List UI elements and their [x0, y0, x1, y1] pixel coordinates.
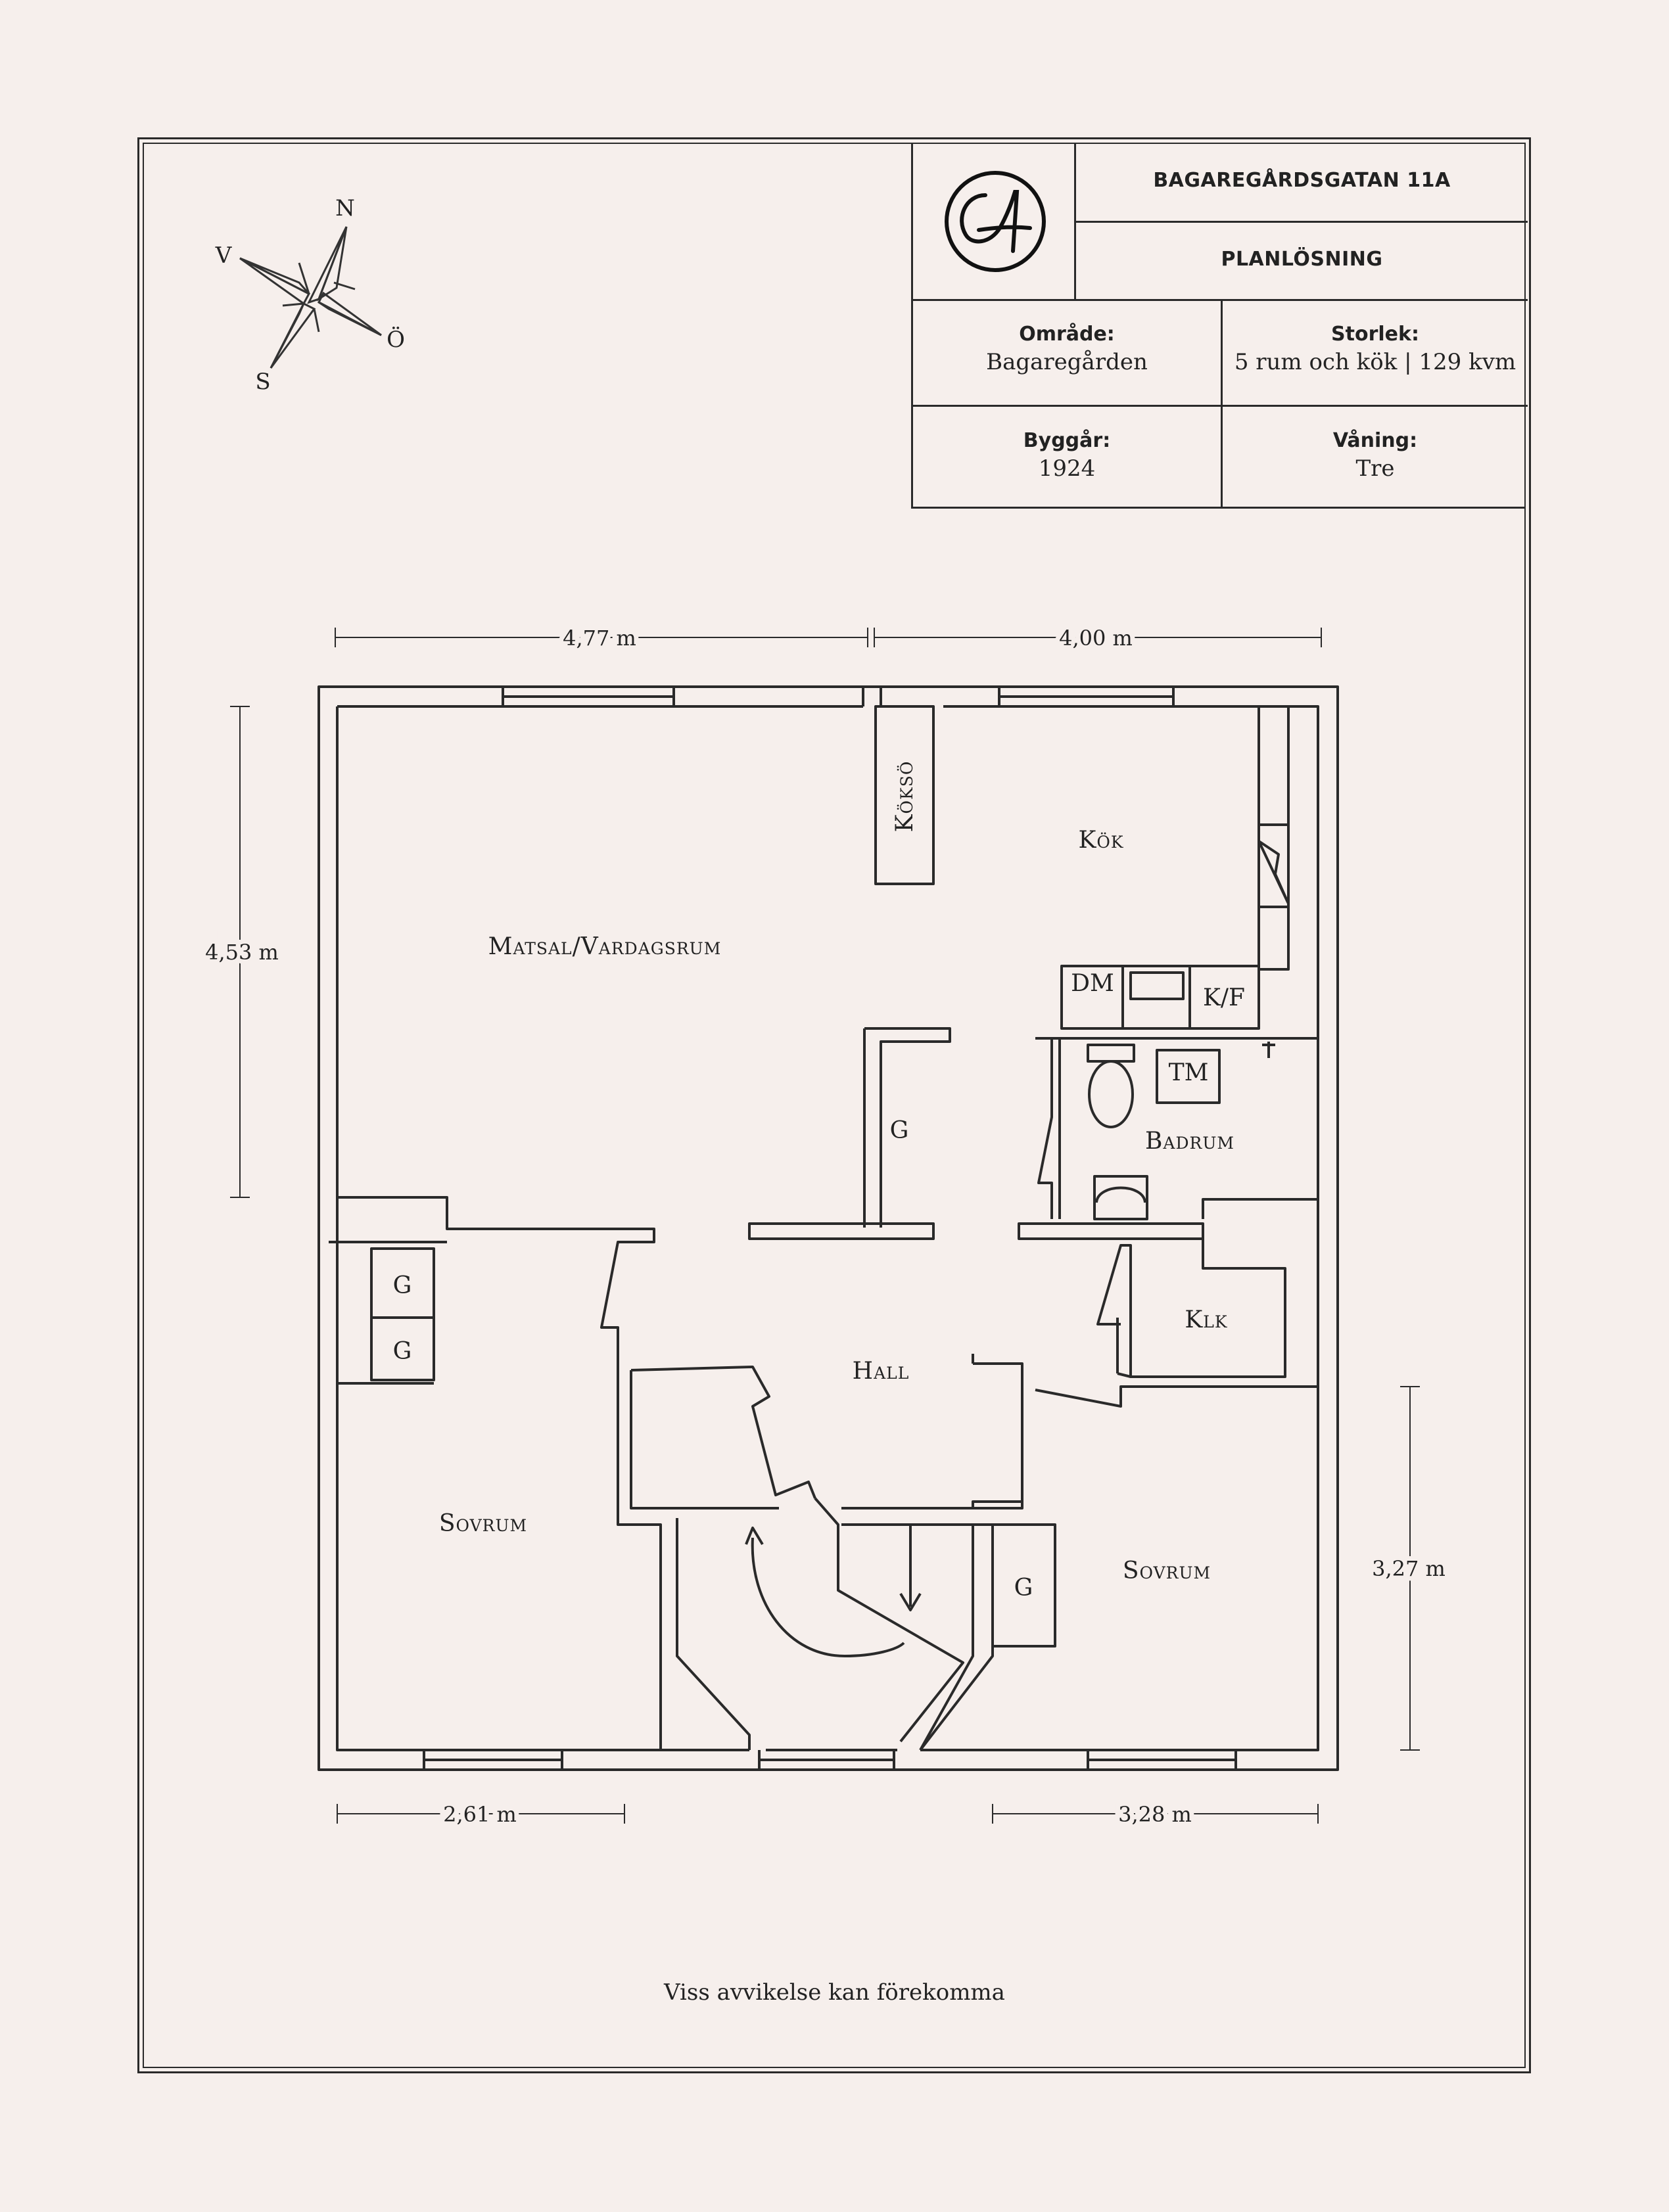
fixture-kf: K/F — [1203, 984, 1245, 1011]
kitchen-counter — [1258, 706, 1290, 971]
room-bedroom-left: Sovrum — [439, 1510, 527, 1537]
fixture-g-left-2: G — [393, 1338, 412, 1365]
floor-label: Våning: — [1332, 429, 1418, 452]
frame-outer — [137, 137, 1531, 2073]
kitchen-appliance-row — [1060, 965, 1260, 1030]
fixture-g-right: G — [1014, 1575, 1033, 1601]
dim-left: 4,53 m — [205, 940, 279, 965]
compass-w: V — [215, 242, 233, 269]
year-value: 1924 — [1038, 455, 1096, 482]
dim-right: 3,27 m — [1372, 1556, 1446, 1581]
dim-bottom-right: 3,28 m — [1118, 1802, 1192, 1827]
dim-bottom-left: 2,61 m — [443, 1802, 517, 1827]
size-label: Storlek: — [1331, 323, 1419, 346]
compass-rose-icon: N V Ö S — [215, 195, 405, 395]
disclaimer: Viss avvikelse kan förekomma — [664, 1979, 1005, 2006]
floor-value: Tre — [1355, 455, 1395, 482]
kitchen-island — [874, 705, 935, 885]
size-value: 5 rum och kök | 129 kvm — [1234, 349, 1516, 375]
dimension-lines — [230, 628, 1420, 1824]
year-label: Byggår: — [1023, 429, 1111, 452]
room-living: Matsal/Vardagsrum — [488, 933, 722, 960]
address-heading: BAGAREGÅRDSGATAN 11A — [1153, 169, 1451, 192]
room-closet-klk: Klk — [1185, 1306, 1227, 1333]
fixture-tm: TM — [1169, 1059, 1209, 1086]
compass-s: S — [255, 369, 270, 395]
compass-e: Ö — [387, 326, 405, 353]
dim-top-right: 4,00 m — [1059, 626, 1133, 651]
room-bedroom-right: Sovrum — [1123, 1557, 1211, 1584]
area-value: Bagaregården — [986, 349, 1148, 375]
fixture-dm: DM — [1071, 970, 1114, 997]
room-kitchen: Kök — [1078, 827, 1123, 854]
dim-top-left: 4,77 m — [563, 626, 636, 651]
logo-monogram — [945, 171, 1046, 272]
bathroom-walls — [1035, 1037, 1318, 1220]
fixture-g-left-1: G — [393, 1272, 412, 1299]
room-hall: Hall — [853, 1358, 910, 1385]
room-island: Köksö — [891, 761, 918, 833]
area-label: Område: — [1019, 323, 1115, 346]
outer-walls — [317, 685, 1339, 1771]
room-bath: Badrum — [1145, 1128, 1234, 1155]
title-block: BAGAREGÅRDSGATAN 11A PLANLÖSNING Område:… — [911, 143, 1528, 509]
compass-n: N — [335, 195, 355, 221]
interior-walls — [329, 1027, 1318, 1751]
fixture-g-center: G — [890, 1117, 909, 1144]
frame-inner — [143, 143, 1526, 2068]
plan-subtitle: PLANLÖSNING — [1221, 248, 1383, 271]
